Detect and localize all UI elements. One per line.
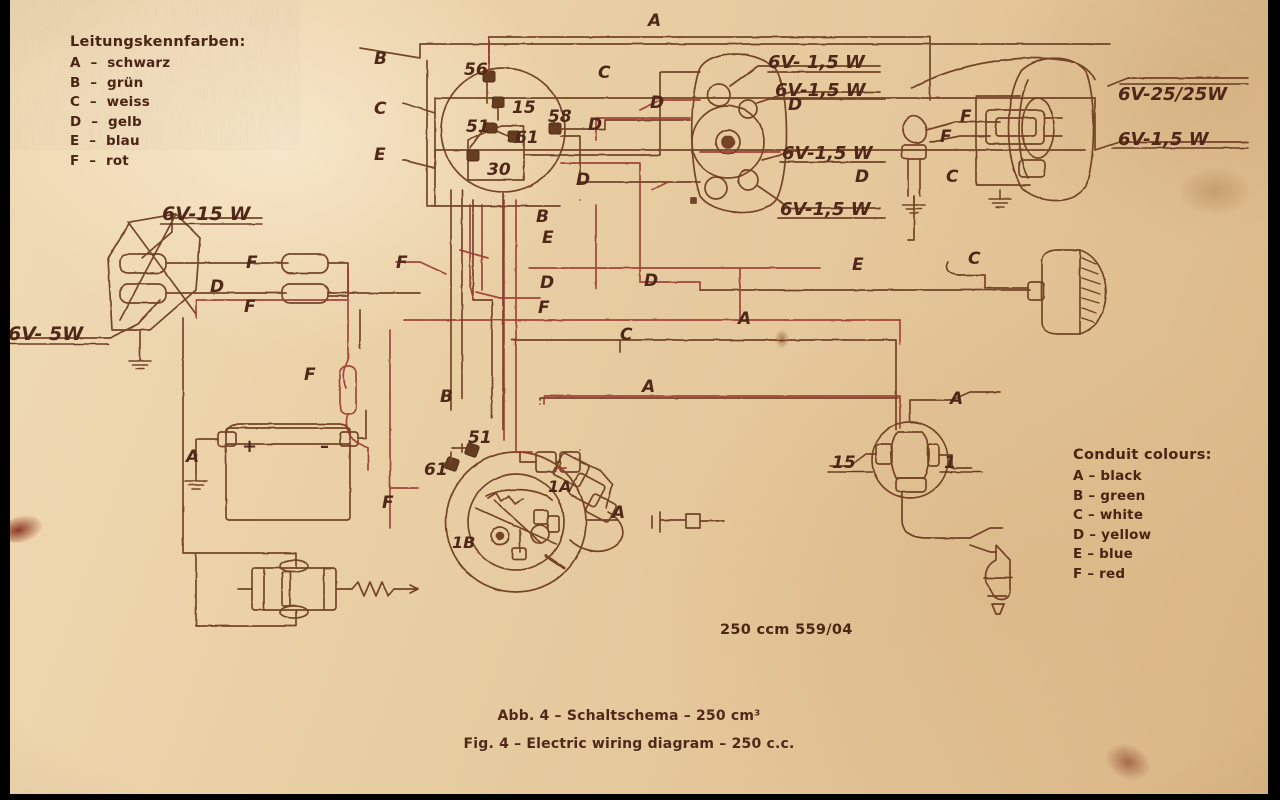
model-designation: 250 ccm 559/04 <box>720 622 853 638</box>
wire-label-mid-C: C <box>620 325 633 345</box>
wire-label-top-B2: B <box>536 207 549 227</box>
wire-label-top-E: E <box>374 145 386 165</box>
letterbox-left <box>0 0 10 800</box>
caption-german-text: Abb. 4 – Schaltschema – 250 cm³ <box>497 708 761 724</box>
wire-label-top-D4: D <box>576 170 590 190</box>
wire-label-top-C-mid: C <box>598 63 611 83</box>
rating-instrument-2: 6V-1,5 W <box>775 80 867 101</box>
terminal-30: 30 <box>487 160 511 180</box>
wire-label-mid-F-low: F <box>538 298 550 318</box>
legend-english-row: E – blue <box>1073 546 1134 563</box>
legend-german-row: D – gelb <box>70 113 142 130</box>
legend-german-row: B – grün <box>70 74 144 91</box>
rating-tail-upper: 6V-15 W <box>162 203 251 225</box>
legend-german-row: C – weiss <box>70 94 150 111</box>
legend-german-heading: Leitungskennfarben: <box>70 34 246 50</box>
rating-instrument-4: 6V-1,5 W <box>780 199 872 220</box>
wire-label-mid-F-vert: F <box>382 493 394 513</box>
magneto-terminal-1b: 1B <box>452 533 475 552</box>
battery-plus: + <box>242 436 257 457</box>
wire-label-top-A: A <box>646 11 661 31</box>
wire-label-headlamp-F2: F <box>940 127 952 147</box>
legend-german-row: E – blau <box>70 133 140 150</box>
figure-caption-en: Fig. 4 – Electric wiring diagram – 250 c… <box>0 733 1258 752</box>
wire-label-magneto-A: A <box>610 503 625 523</box>
magneto-terminal-1a: 1A <box>548 477 572 496</box>
wire-label-mid-F-coil: F <box>304 365 316 385</box>
wire-label-mid-F-left: F <box>396 253 408 273</box>
wire-label-horn-E: E <box>852 255 864 275</box>
magneto-terminal-61: 61 <box>424 460 448 480</box>
terminal-56: 56 <box>464 60 488 80</box>
terminal-15: 15 <box>512 98 536 118</box>
wire-label-top-D1: D <box>650 93 664 113</box>
wire-label-magneto-A2: A <box>948 389 963 409</box>
wire-label-mid-A-center: A <box>736 309 751 329</box>
switch-terminal-1: 1 <box>944 453 956 473</box>
wire-label-mid-D: D <box>540 273 554 293</box>
wire-label-top-B: B <box>374 49 387 69</box>
wire-label-top-D2: D <box>588 115 602 135</box>
figure-caption-de: Abb. 4 – Schaltschema – 250 cm³ <box>0 705 1258 724</box>
wire-label-top-C-left: C <box>374 99 387 119</box>
wire-label-mid-A-low: A <box>640 377 655 397</box>
legend-german: Leitungskennfarben: A – schwarz B – grün… <box>70 34 246 172</box>
legend-english-row: F – red <box>1073 565 1126 582</box>
magneto-terminal-51: 51 <box>468 428 492 448</box>
rating-headlamp-main: 6V-25/25W <box>1118 84 1228 105</box>
letterbox-bottom <box>0 794 1280 800</box>
letterbox-right <box>1268 0 1280 800</box>
legend-english-row: D – yellow <box>1073 526 1152 543</box>
legend-english-heading: Conduit colours: <box>1073 447 1212 463</box>
wire-label-headlamp-F1: F <box>960 107 972 127</box>
switch-terminal-15: 15 <box>832 453 856 473</box>
wire-label-left-F2: F <box>244 297 256 317</box>
legend-english: Conduit colours: A – black B – green C –… <box>1073 447 1212 585</box>
wire-label-mid-E: E <box>542 228 554 248</box>
caption-english-text: Fig. 4 – Electric wiring diagram – 250 c… <box>463 736 795 752</box>
wire-label-left-F1: F <box>246 253 258 273</box>
terminal-61: 61 <box>515 128 539 148</box>
rating-instrument-1: 6V- 1,5 W <box>768 52 866 73</box>
battery-minus: – <box>320 436 329 457</box>
wire-label-left-D: D <box>210 277 224 297</box>
terminal-51: 51 <box>466 117 490 137</box>
wire-label-top-D6: D <box>644 271 658 291</box>
rating-tail-lower: 6V- 5W <box>8 323 84 345</box>
wire-label-horn-C: C <box>968 249 981 269</box>
legend-german-row: F – rot <box>70 152 129 169</box>
wire-label-headlamp-C: C <box>946 167 959 187</box>
rating-headlamp-park: 6V-1,5 W <box>1118 129 1210 150</box>
legend-english-row: C – white <box>1073 507 1144 524</box>
legend-english-row: A – black <box>1073 468 1142 484</box>
wire-label-battery-A: A <box>184 447 199 467</box>
legend-english-row: B – green <box>1073 487 1146 504</box>
rating-instrument-3: 6V-1,5 W <box>782 143 874 164</box>
terminal-58: 58 <box>548 107 572 127</box>
wire-label-top-D3: D <box>788 95 802 115</box>
wire-label-top-D5: D <box>855 167 869 187</box>
wire-label-mid-B: B <box>440 387 453 407</box>
legend-german-row: A – schwarz <box>70 55 171 71</box>
